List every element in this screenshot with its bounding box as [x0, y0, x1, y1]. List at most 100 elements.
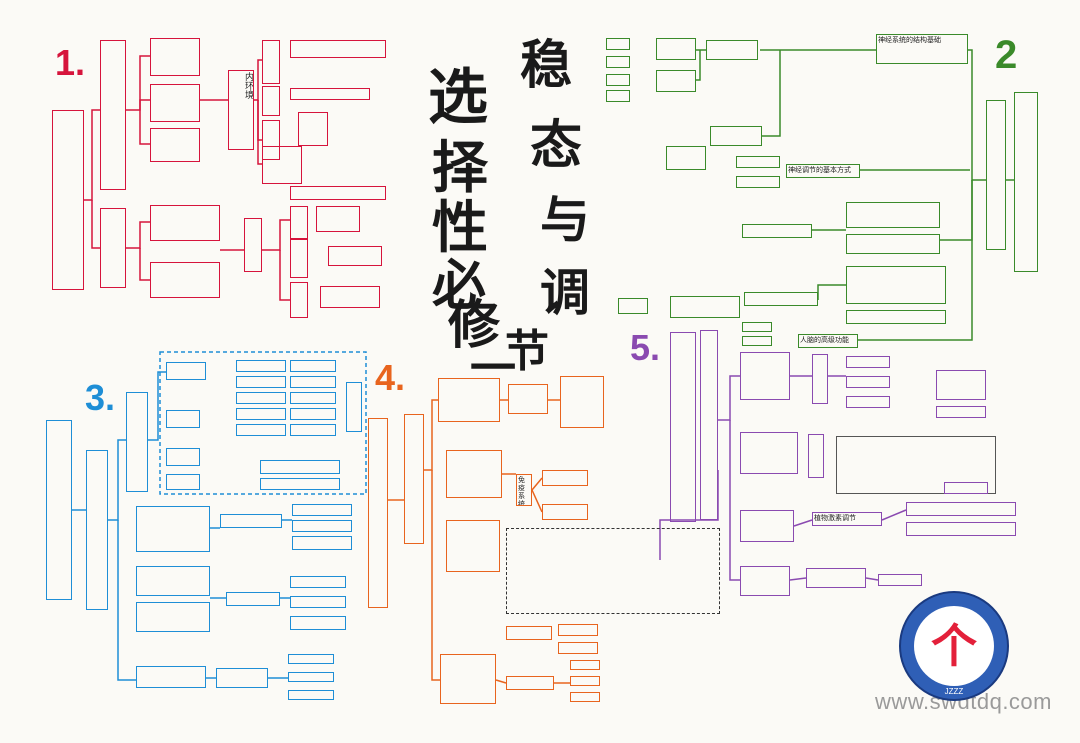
connector-line	[257, 100, 262, 165]
s3-node-box	[136, 566, 210, 596]
title-char: 节	[505, 326, 549, 377]
s2-node-box	[736, 176, 780, 188]
s3-node-box	[290, 616, 346, 630]
s3-node-box	[236, 392, 286, 404]
title-char: 修	[448, 295, 501, 356]
s2-node-box	[736, 156, 780, 168]
connector-line	[139, 110, 150, 145]
s2-node-box: 神经系统的结构基础	[876, 34, 968, 64]
s2-node-box	[666, 146, 706, 170]
connector-line	[531, 477, 543, 491]
s3-node-box	[288, 654, 334, 664]
s3-node-box	[290, 576, 346, 588]
s5-node-box	[740, 432, 798, 474]
s4-node-box	[446, 450, 502, 498]
section-number-1: 1.	[55, 42, 86, 83]
s1-node-box	[244, 218, 262, 272]
s2-node-box	[742, 336, 772, 346]
s1-node-box	[262, 40, 280, 84]
s5-node-box	[806, 568, 866, 588]
connector-line	[139, 99, 150, 110]
s5-branch-box	[700, 330, 718, 520]
s3-node-box	[290, 596, 346, 608]
title-char: 必	[432, 253, 486, 317]
s2-node-box	[706, 40, 758, 60]
title-char: 稳	[520, 35, 573, 96]
s3-node-box	[288, 690, 334, 700]
connector-line	[279, 250, 290, 301]
s1-root-box	[52, 110, 84, 290]
s2-node-box	[742, 224, 812, 238]
s3-node-box	[216, 668, 268, 688]
title-char: 性	[432, 195, 488, 261]
connector-line	[126, 55, 150, 111]
s2-node-box: 人脑的高级功能	[798, 334, 858, 348]
s3-root-box	[46, 420, 72, 600]
s1-node-box	[316, 206, 360, 232]
s3-node-box	[290, 392, 336, 404]
section-number-4: 4.	[375, 357, 406, 398]
connector-line	[729, 420, 740, 581]
s4-node-box	[438, 378, 500, 422]
s1-node-box	[150, 128, 200, 162]
s5-root-box	[670, 332, 696, 522]
s3-node-box	[290, 408, 336, 420]
s5-node-box	[846, 356, 890, 368]
s1-env-box: 内环境	[228, 70, 254, 150]
connector-line	[968, 49, 986, 181]
title-char: 与	[540, 190, 590, 249]
s5-node-box	[846, 396, 890, 408]
connector-lines	[72, 49, 1014, 684]
s1-node-box	[262, 86, 280, 116]
s5-node-box	[740, 510, 794, 542]
s2-node-box	[846, 202, 940, 228]
s2-node-box	[606, 90, 630, 102]
s3-node-box	[346, 382, 362, 432]
s1-node-box	[262, 146, 302, 184]
s3-node-box	[236, 376, 286, 388]
s5-node-box	[812, 354, 828, 404]
s5-node-box	[846, 376, 890, 388]
s1-node-box	[290, 206, 308, 240]
title-char: 态	[530, 115, 583, 176]
s2-node-box	[846, 310, 946, 324]
s5-node-box	[808, 434, 824, 478]
connector-line	[424, 399, 438, 471]
s3-branch-box	[86, 450, 108, 610]
s4-node-box: 免疫系统	[516, 474, 532, 506]
connector-line	[126, 221, 150, 249]
s1-node-box	[150, 38, 200, 76]
s4-node-box	[440, 654, 496, 704]
section-number-3: 3.	[85, 377, 116, 418]
connector-line	[793, 519, 813, 527]
connector-line	[148, 371, 166, 441]
s2-node-box	[606, 56, 630, 68]
s3-node-box	[136, 506, 210, 552]
connector-line	[659, 470, 719, 560]
s2-node-box	[606, 38, 630, 50]
s3-node-box	[288, 672, 334, 682]
s3-node-box	[290, 376, 336, 388]
s5-node-box	[936, 370, 986, 400]
s1-node-box	[290, 282, 308, 318]
s2-node-box	[846, 234, 940, 254]
s1-node-box	[262, 120, 280, 160]
connector-line	[762, 50, 781, 137]
s5-node-box	[878, 574, 922, 586]
connector-line	[84, 109, 100, 201]
connector-line	[940, 180, 973, 241]
s5-node-box: 植物激素调节	[812, 512, 882, 526]
connector-line	[108, 439, 126, 521]
s4-node-box	[506, 676, 554, 690]
s1-node-box	[320, 286, 380, 308]
s4-branch-box	[404, 414, 424, 544]
s2-node-box	[710, 126, 762, 146]
s2-node-box	[742, 322, 772, 332]
s1-branch-box	[100, 40, 126, 190]
s3-node-box	[260, 478, 340, 490]
s2-node-box	[744, 292, 818, 306]
s3-node-box	[290, 424, 336, 436]
s2-node-box	[846, 266, 946, 304]
s2-root-box	[1014, 92, 1038, 272]
